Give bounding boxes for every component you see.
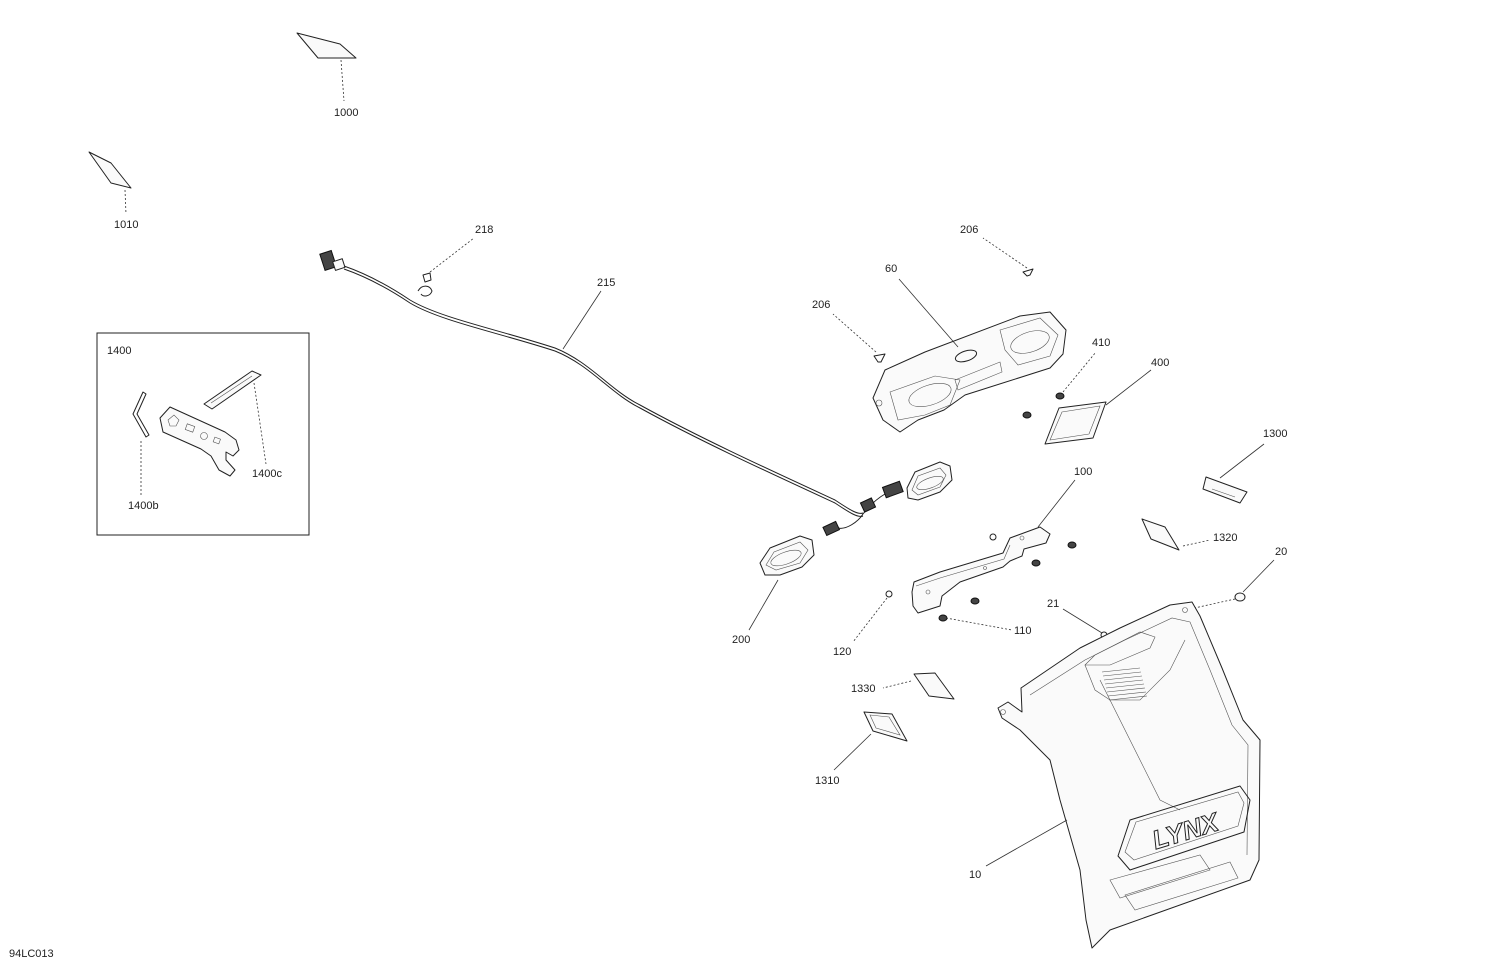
nut-410[interactable]: 410 [1022,337,1110,419]
cap-20[interactable]: 20 [1189,546,1287,610]
callout-206-left: 206 [812,299,830,311]
washer-120[interactable]: 120 [833,533,997,658]
callout-1330: 1330 [851,683,875,695]
callout-1400b: 1400b [128,500,159,512]
callout-20: 20 [1275,546,1287,558]
callout-21: 21 [1047,598,1059,610]
reflector-400[interactable]: 400 [1044,357,1169,445]
screw-21[interactable]: 21 [1047,598,1108,639]
callout-1000: 1000 [334,107,358,119]
hex-key-1400b[interactable]: 1400b [128,391,159,512]
callout-1300: 1300 [1263,428,1287,440]
callout-200: 200 [732,634,750,646]
license-bracket-100[interactable]: 100 [911,466,1092,614]
kit-box-label: 1400 [107,345,131,357]
callout-1310: 1310 [815,775,839,787]
nut-110[interactable]: 110 [938,541,1077,637]
callout-410: 410 [1092,337,1110,349]
callout-100: 100 [1074,466,1092,478]
callout-120: 120 [833,646,851,658]
clip-218[interactable]: 218 [417,224,493,297]
decal-1000[interactable]: 1000 [296,32,358,119]
callout-110: 110 [1014,625,1032,637]
callout-206-top: 206 [960,224,978,236]
callout-1320: 1320 [1213,532,1237,544]
screw-206-top[interactable]: 206 [960,224,1034,277]
flap-grille [1101,667,1148,701]
spanner-wrench[interactable] [159,406,240,477]
reflector-1310[interactable]: 1310 [815,711,908,787]
decal-1330[interactable]: 1330 [851,672,955,700]
callout-1400c: 1400c [252,468,282,480]
callout-215: 215 [597,277,615,289]
callout-218: 218 [475,224,493,236]
decal-1010[interactable]: 1010 [88,151,138,231]
diagram-id: 94LC013 [9,948,54,960]
decal-1320[interactable]: 1320 [1141,518,1237,551]
callout-1010: 1010 [114,219,138,231]
light-assembly-200[interactable]: 200 [732,461,953,646]
light-housing-60[interactable]: 60 [872,263,1067,433]
callout-60: 60 [885,263,897,275]
callout-10: 10 [969,869,981,881]
callout-400: 400 [1151,357,1169,369]
screw-206-left[interactable]: 206 [812,299,886,363]
snow-flap-10[interactable]: LYNX 10 [969,601,1261,949]
decal-1300[interactable]: 1300 [1202,428,1287,504]
wiring-harness-215[interactable]: 215 [319,249,904,537]
tool-kit-box-1400[interactable]: 1400 1400b 1400c [96,332,310,536]
strap-1400c[interactable]: 1400c [203,370,282,480]
